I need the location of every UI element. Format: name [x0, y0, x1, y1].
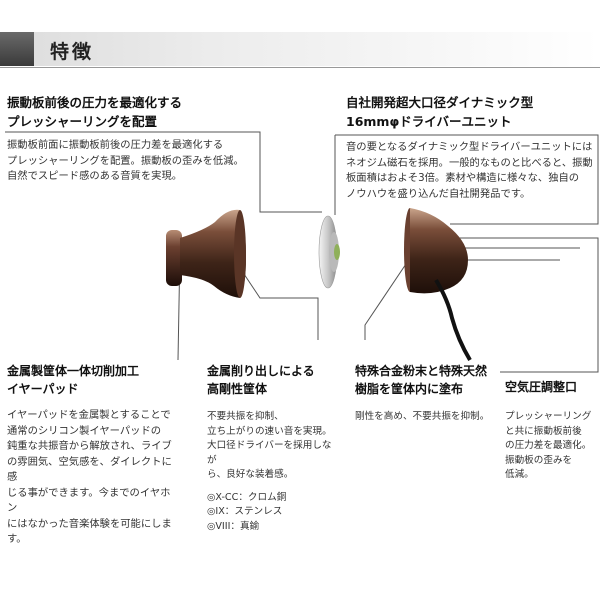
ear-tip [166, 230, 182, 286]
left-housing [180, 209, 246, 298]
feature-resin: 特殊合金粉末と特殊天然 樹脂を筐体内に塗布 [355, 362, 500, 398]
feature-driver-body: 音の要となるダイナミック型ドライバーユニットには ネオジム磁石を採用。一般的なも… [346, 141, 593, 200]
feature-title: 空気圧調整口 [505, 380, 578, 394]
leader-resin [364, 254, 413, 340]
section-header: 特徴 [0, 32, 600, 68]
feature-title: 自社開発超大口径ダイナミック型 16mmφドライバーユニット [346, 95, 534, 129]
feature-housing: 金属削り出しによる 高剛性筐体 [207, 362, 337, 398]
feature-title: 振動板前後の圧力を最適化する プレッシャーリングを配置 [7, 95, 183, 129]
left-housing-rim [234, 210, 246, 298]
feature-driver: 自社開発超大口径ダイナミック型 16mmφドライバーユニット [346, 93, 596, 131]
cable [434, 278, 472, 362]
leader-air-port [445, 237, 599, 373]
feature-title: 金属削り出しによる 高剛性筐体 [207, 364, 315, 396]
header-accent-block [0, 32, 34, 66]
header-underline [0, 67, 600, 68]
feature-air-port: 空気圧調整口 [505, 378, 600, 396]
left-earphone-part [166, 209, 246, 298]
material-list: ◎X-CC：クロム銅 ◎IX：ステンレス ◎VIII：真鍮 [207, 491, 287, 532]
feature-title: 特殊合金粉末と特殊天然 樹脂を筐体内に塗布 [355, 364, 488, 396]
feature-earpad-body: イヤーパッドを金属製とすることで 通常のシリコン製イヤーパッドの 鈍重な共振音か… [7, 409, 172, 545]
page-title: 特徴 [50, 41, 95, 63]
leader-driver [335, 134, 599, 225]
feature-title: 金属製筐体一体切削加工 イヤーパッド [7, 364, 140, 396]
driver-disc [318, 215, 340, 289]
header-bar [0, 32, 600, 66]
feature-housing-body: 不要共振を抑制、 立ち上がりの速い音を実現。 大口径ドライバーを採用しなが ら、… [207, 410, 339, 534]
right-earphone-part [404, 208, 472, 362]
feature-earpad: 金属製筐体一体切削加工 イヤーパッド [7, 362, 177, 398]
feature-air-port-body: プレッシャーリング と共に振動板前後 の圧力差を最適化。 振動板の歪みを 低減。 [505, 411, 592, 480]
feature-resin-body: 剛性を高め、不要共振を抑制。 [355, 411, 490, 422]
feature-pressure-ring: 振動板前後の圧力を最適化する プレッシャーリングを配置 [7, 93, 267, 131]
leader-pressure-ring [5, 131, 322, 213]
feature-pressure-ring-body: 振動板前面に振動板前後の圧力差を最適化する プレッシャーリングを配置。振動板の歪… [7, 139, 244, 182]
